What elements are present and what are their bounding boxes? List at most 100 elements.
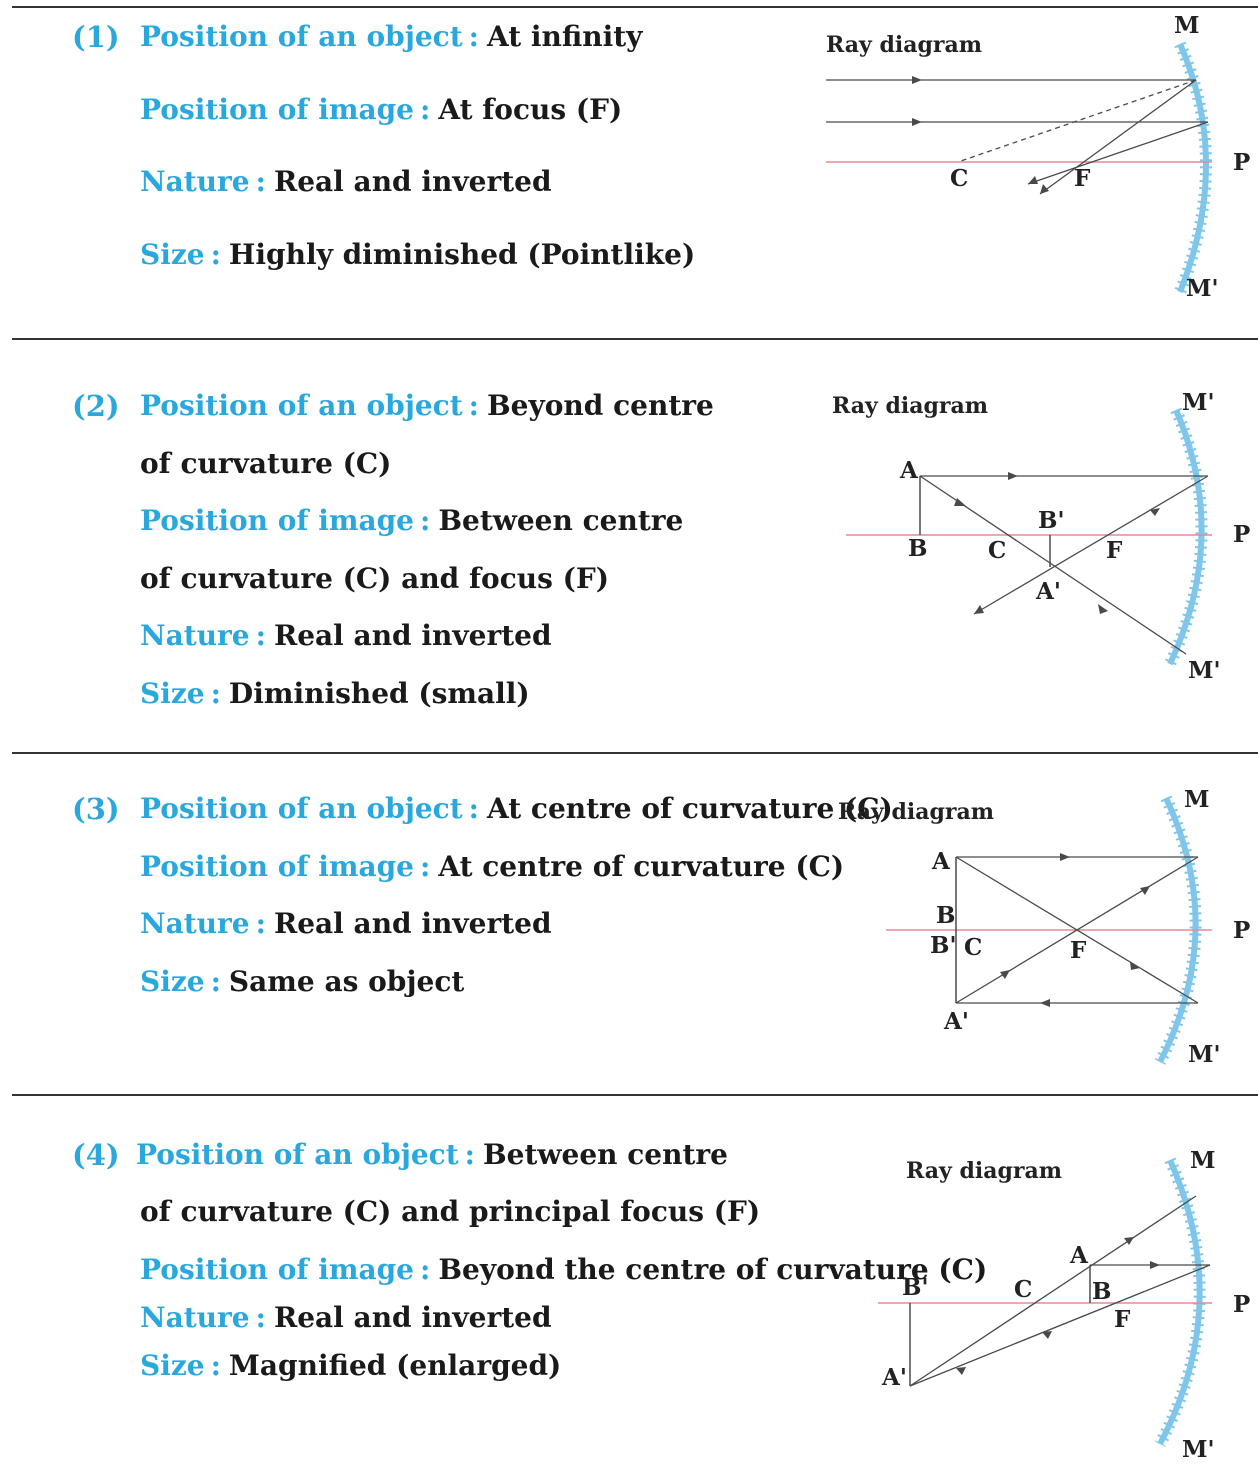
object-position-cont-text: of curvature (C) and principal focus (F) (140, 1195, 761, 1228)
size-label: Size (140, 677, 205, 710)
label-A: A (899, 457, 919, 484)
divider-3 (12, 1094, 1258, 1096)
nature: Nature:Real and inverted (140, 1301, 552, 1334)
object-position-label: Position of an object (136, 1138, 459, 1171)
object-position: Position of an object:At centre of curva… (140, 792, 893, 825)
label-B: B (1092, 1278, 1111, 1305)
size: Size:Highly diminished (Pointlike) (140, 238, 696, 271)
arrowhead (1098, 604, 1108, 614)
object-position-value: At infinity (486, 20, 643, 53)
image-position: Position of image:Between centre (140, 504, 684, 537)
label-F: F (1070, 937, 1087, 964)
arrowhead (912, 118, 922, 126)
arrowhead (912, 76, 922, 84)
nature-value: Real and inverted (273, 165, 552, 198)
size-label: Size (140, 238, 205, 271)
label-P: P (1233, 917, 1250, 944)
ray-diagram-title: Ray diagram (832, 393, 988, 419)
object-position-value: Between centre (482, 1138, 728, 1171)
object-position-label: Position of an object (140, 389, 463, 422)
label-B-prime: B' (902, 1274, 928, 1301)
image-position-label: Position of image (140, 504, 414, 537)
image-position-cont: of curvature (C) and focus (F) (140, 562, 609, 595)
label-F: F (1114, 1306, 1131, 1333)
case-number: (3) (72, 792, 120, 826)
size-label: Size (140, 965, 205, 998)
label-C: C (1014, 1276, 1032, 1303)
reflected-ray-1 (1039, 79, 1197, 195)
object-position-label: Position of an object (140, 792, 463, 825)
reflected-ray-via-F (909, 1264, 1211, 1387)
size-value: Diminished (small) (228, 677, 530, 710)
nature-label: Nature (140, 1301, 250, 1334)
ray-diagram-3: Ray diagram M M' P A B B' C F A' (838, 786, 1250, 1068)
image-position-value: At focus (F) (438, 93, 623, 126)
image-position-label: Position of image (140, 93, 414, 126)
label-A-prime: A' (881, 1364, 907, 1391)
ray-diagram-title: Ray diagram (838, 799, 994, 825)
reflected-ray-2 (1027, 121, 1209, 185)
image-position: Position of image:At focus (F) (140, 93, 623, 126)
nature: Nature:Real and inverted (140, 619, 552, 652)
concave-mirror (1154, 1157, 1206, 1447)
image-position-label: Position of image (140, 850, 414, 883)
label-M-prime: M' (1188, 657, 1221, 684)
size: Size:Same as object (140, 965, 465, 998)
arrowhead (974, 605, 984, 614)
nature-label: Nature (140, 619, 250, 652)
image-position-value: Beyond the centre of curvature (C) (438, 1253, 988, 1286)
label-M: M (1184, 786, 1209, 813)
label-A-prime: A' (943, 1008, 969, 1035)
size-value: Highly diminished (Pointlike) (228, 238, 696, 271)
divider-1 (12, 338, 1258, 340)
label-A: A (931, 848, 951, 875)
size-label: Size (140, 1349, 205, 1382)
arrowhead (1140, 886, 1150, 895)
case-number: (4) (72, 1138, 120, 1172)
top-divider (12, 6, 1258, 8)
nature-value: Real and inverted (273, 1301, 552, 1334)
label-B: B (908, 535, 927, 562)
nature-label: Nature (140, 165, 250, 198)
label-M: M (1190, 1147, 1215, 1174)
arrowhead (954, 498, 966, 506)
object-position: Position of an object:Beyond centre (140, 389, 714, 422)
ray-diagram-title: Ray diagram (826, 32, 982, 58)
label-F: F (1074, 165, 1091, 192)
reflected-dashed-ray (957, 79, 1197, 163)
nature: Nature:Real and inverted (140, 165, 552, 198)
label-M-prime: M' (1182, 1436, 1215, 1463)
arrowhead (1060, 853, 1070, 861)
image-position-value: Between centre (438, 504, 684, 537)
arrowhead (1040, 999, 1050, 1007)
object-position-cont: of curvature (C) and principal focus (F) (140, 1195, 760, 1228)
image-position: Position of image:At centre of curvature… (140, 850, 845, 883)
incident-ray-via-F (955, 856, 1199, 1004)
arrowhead (956, 1367, 966, 1375)
case-number: (1) (72, 20, 120, 54)
arrowhead (1150, 1261, 1160, 1269)
case-number: (2) (72, 389, 120, 423)
ray-diagram-1: Ray diagram M M' P C F (826, 12, 1250, 302)
arrowhead (1150, 508, 1160, 516)
label-B-prime: B' (930, 932, 956, 959)
ray-diagram-2: Ray diagram M' M' P A B C F B' A' (832, 389, 1250, 684)
arrowhead (1028, 176, 1038, 184)
size-value: Same as object (228, 965, 465, 998)
image-position: Position of image:Beyond the centre of c… (140, 1253, 988, 1286)
nature-label: Nature (140, 907, 250, 940)
arrowhead (1000, 970, 1010, 979)
incident-ray-via-C (909, 1195, 1197, 1387)
arrowhead (1042, 1331, 1052, 1339)
divider-2 (12, 752, 1258, 754)
label-A: A (1069, 1242, 1089, 1269)
object-position-cont-text: of curvature (C) (140, 447, 392, 480)
label-B-prime: B' (1038, 507, 1064, 534)
image-position-value: At centre of curvature (C) (438, 850, 845, 883)
size-value: Magnified (enlarged) (228, 1349, 562, 1382)
label-C: C (988, 537, 1006, 564)
size: Size:Magnified (enlarged) (140, 1349, 562, 1382)
arrowhead (1040, 184, 1049, 194)
label-M-prime: M' (1186, 275, 1219, 302)
object-position: Position of an object:Between centre (136, 1138, 728, 1171)
